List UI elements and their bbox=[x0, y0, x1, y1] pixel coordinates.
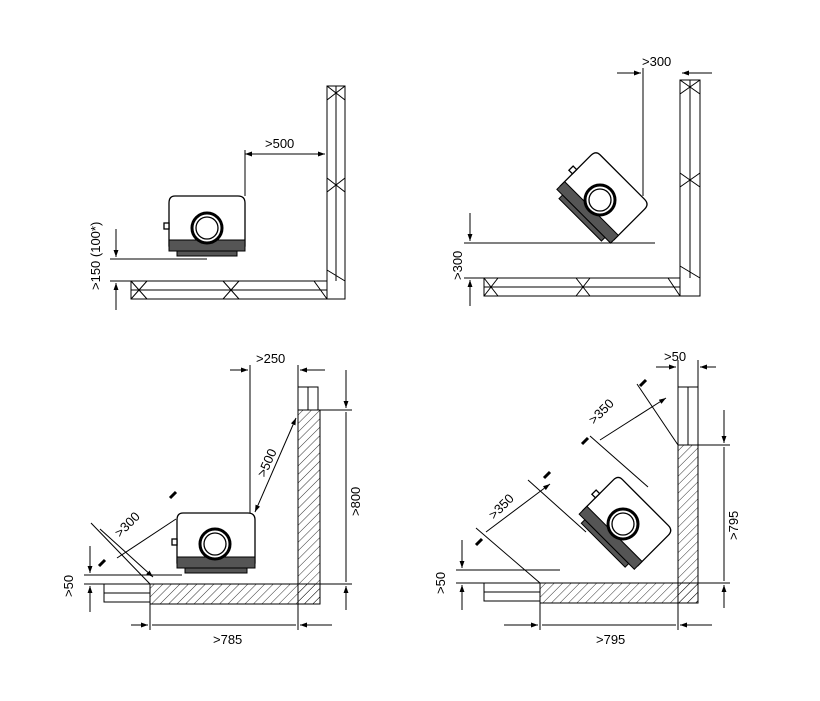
dim-left-clearance: >50 bbox=[61, 546, 182, 612]
stove bbox=[163, 195, 246, 257]
dim-top-clearance: >250 bbox=[230, 351, 325, 513]
wall-frame bbox=[130, 85, 346, 300]
panel-top-left: >500 >150 (100*) bbox=[88, 85, 346, 310]
dim-right-label: >800 bbox=[348, 487, 363, 516]
wall-frame bbox=[103, 386, 321, 605]
dim-diagonal-corner-clearance: >300 bbox=[90, 490, 178, 585]
dim-bottom-wall-length: >785 bbox=[131, 604, 332, 647]
dim-back-label: >300 bbox=[450, 251, 465, 280]
panel-bottom-left: >250 >500 >300 >800 bbox=[61, 351, 363, 647]
dim-diagonal-wall-clearance: >500 bbox=[254, 417, 297, 513]
dim-diagonal-lower-clearance: >350 bbox=[474, 470, 587, 584]
dim-back-clearance: >150 (100*) bbox=[88, 222, 207, 310]
dim-back-label: >150 (100*) bbox=[88, 222, 103, 290]
dim-right-label: >795 bbox=[726, 511, 741, 540]
dim-left-label: >50 bbox=[61, 575, 76, 597]
dim-back-clearance: >300 bbox=[450, 213, 655, 306]
stove bbox=[578, 476, 672, 570]
panel-bottom-right: >50 >350 >350 >795 bbox=[433, 349, 741, 647]
dim-diag-upper-label: >350 bbox=[586, 396, 617, 427]
dim-top-label: >250 bbox=[256, 351, 285, 366]
dim-diag-corner-label: >300 bbox=[112, 509, 143, 540]
dim-side-label: >500 bbox=[265, 136, 294, 151]
dim-bottom-label: >785 bbox=[213, 632, 242, 647]
dim-side-clearance: >300 bbox=[617, 54, 712, 196]
dim-diagonal-upper-clearance: >350 bbox=[580, 378, 679, 488]
dim-diag-lower-label: >350 bbox=[486, 491, 517, 522]
dim-bottom-label: >795 bbox=[596, 632, 625, 647]
stove bbox=[556, 152, 648, 244]
dim-side-label: >300 bbox=[642, 54, 671, 69]
dim-left-clearance: >50 bbox=[433, 540, 560, 610]
dim-bottom-wall-length: >795 bbox=[504, 603, 712, 647]
wall-frame bbox=[483, 386, 699, 604]
dim-side-clearance: >500 bbox=[244, 136, 325, 196]
dim-diag-wall-label: >500 bbox=[254, 446, 280, 479]
dim-top-label: >50 bbox=[664, 349, 686, 364]
dim-top-clearance: >50 bbox=[656, 349, 716, 387]
wall-frame bbox=[483, 79, 701, 297]
panel-top-right: >300 >300 bbox=[450, 54, 712, 306]
dim-right-wall-length: >800 bbox=[320, 370, 363, 610]
dim-right-wall-length: >795 bbox=[698, 410, 741, 608]
stove bbox=[171, 512, 256, 574]
dim-left-label: >50 bbox=[433, 572, 448, 594]
